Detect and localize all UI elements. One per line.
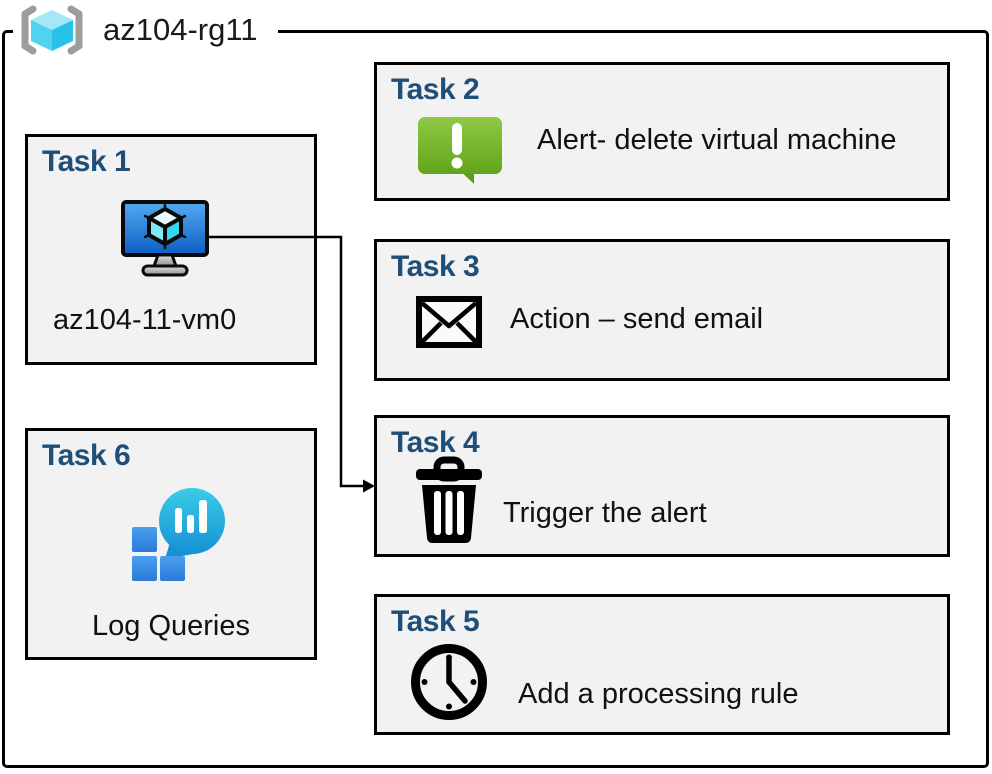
clock-icon [407, 640, 491, 729]
resource-group-name: az104-rg11 [103, 12, 258, 47]
resource-group-icon [17, 4, 87, 56]
task-2-label: Alert- delete virtual machine [537, 124, 897, 156]
task-1-title: Task 1 [42, 145, 131, 178]
task-1-label: az104-11-vm0 [53, 304, 237, 336]
task-1-box: Task 1 [25, 134, 317, 365]
task-4-title: Task 4 [391, 426, 480, 459]
task-3-title: Task 3 [391, 250, 480, 283]
log-analytics-icon [125, 483, 235, 588]
task-4-label: Trigger the alert [503, 497, 707, 529]
email-envelope-icon [415, 295, 483, 354]
alert-message-icon [414, 114, 506, 193]
task-5-title: Task 5 [391, 605, 480, 638]
task-6-box: Task 6 Log Q [25, 428, 317, 660]
task-3-box: Task 3 Action – send email [374, 239, 950, 381]
trash-icon [414, 455, 484, 548]
task-6-label: Log Queries [92, 610, 250, 642]
task-3-label: Action – send email [510, 303, 764, 335]
task-2-title: Task 2 [391, 73, 480, 106]
task-6-title: Task 6 [42, 439, 131, 472]
virtual-machine-icon [115, 194, 215, 284]
task-5-box: Task 5 Add a processing rule [374, 594, 950, 735]
resource-group-header: az104-rg11 [13, 2, 278, 58]
task-2-box: Task 2 Alert- delete virtual machine [374, 62, 950, 201]
task-4-box: Task 4 Trigger the alert [374, 415, 950, 557]
task-5-label: Add a processing rule [518, 678, 799, 710]
